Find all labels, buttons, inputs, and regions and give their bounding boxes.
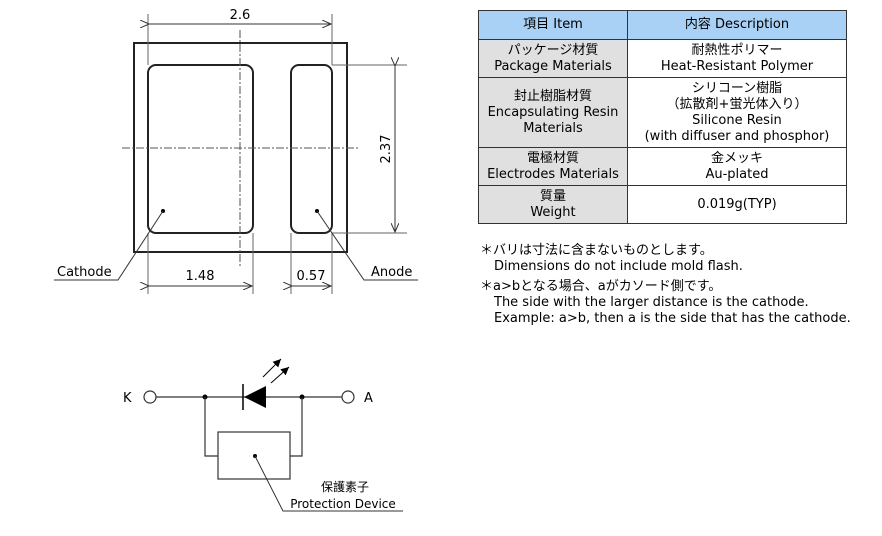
note-text-en-example: Example: a>b, then a is the side that ha… <box>494 311 851 326</box>
protection-label-en: Protection Device <box>290 497 396 511</box>
terminal-a-label: A <box>364 391 373 406</box>
item-en: Weight <box>530 204 576 220</box>
table-row: パッケージ材質 Package Materials 耐熱性ポリマー Heat-R… <box>478 39 847 78</box>
terminal-k <box>143 390 157 404</box>
cathode-pad <box>147 64 254 234</box>
item-jp: 封止樹脂材質 <box>513 88 592 104</box>
wire-branch-left <box>204 397 218 457</box>
note-text-jp: バリは寸法に含まないものとします。 <box>493 243 713 258</box>
package-outline-drawing: 2.6 2.37 1.48 0.57 Cathode Anode <box>54 8 418 294</box>
protection-label-jp: 保護素子 <box>321 479 369 494</box>
circuit-schematic: K A 保護素子 Protection Device <box>123 358 403 512</box>
desc-value: 0.019g(TYP) <box>697 196 777 212</box>
table-row: 封止樹脂材質 Encapsulating Resin Materials シリコ… <box>478 77 847 148</box>
note-line: ＊a>bとなる場合、aがカソード側です。 <box>480 279 851 295</box>
led-diode-triangle <box>244 386 266 408</box>
dim-pad-height: 2.37 <box>379 135 394 164</box>
note-bullet: ＊ <box>480 279 494 294</box>
header-description: 内容 Description <box>627 10 847 40</box>
item-cell: 電極材質 Electrodes Materials <box>478 147 628 186</box>
description-cell: 金メッキ Au-plated <box>627 147 847 186</box>
note-mold-flash: ＊バリは寸法に含まないものとします。 Dimensions do not inc… <box>480 243 851 275</box>
wire-branch-right <box>290 397 303 457</box>
item-cell: パッケージ材質 Package Materials <box>478 39 628 78</box>
item-jp: パッケージ材質 <box>507 42 599 58</box>
note-bullet: ＊ <box>480 243 494 258</box>
light-emission-arrow <box>262 358 282 378</box>
table-row: 質量 Weight 0.019g(TYP) <box>478 185 847 224</box>
cathode-label: Cathode <box>57 265 112 280</box>
terminal-k-label: K <box>123 391 132 406</box>
desc-jp: シリコーン樹脂 <box>691 80 783 96</box>
desc-en-cont: (with diffuser and phosphor) <box>644 128 830 144</box>
protection-leader-line <box>254 455 403 512</box>
item-en: Package Materials <box>494 58 612 74</box>
terminal-a <box>341 390 355 404</box>
header-item: 項目 Item <box>478 10 628 40</box>
spec-table: 項目 Item 内容 Description パッケージ材質 Package M… <box>478 10 847 224</box>
note-text-en: The side with the larger distance is the… <box>494 295 809 310</box>
item-cell: 質量 Weight <box>478 185 628 224</box>
note-cathode-side: ＊a>bとなる場合、aがカソード側です。 The side with the l… <box>480 279 851 327</box>
desc-jp-cont: （拡散剤+蛍光体入り） <box>666 96 808 112</box>
desc-jp: 金メッキ <box>710 150 763 166</box>
anode-pad <box>290 64 333 234</box>
item-jp: 電極材質 <box>526 150 579 166</box>
description-cell: シリコーン樹脂 （拡散剤+蛍光体入り） Silicone Resin (with… <box>627 77 847 148</box>
item-cell: 封止樹脂材質 Encapsulating Resin Materials <box>478 77 628 148</box>
table-header-row: 項目 Item 内容 Description <box>478 10 847 40</box>
dim-cathode-pad-width: 1.48 <box>186 269 215 284</box>
item-jp: 質量 <box>539 188 566 204</box>
table-row: 電極材質 Electrodes Materials 金メッキ Au-plated <box>478 147 847 186</box>
item-en-cont: Materials <box>523 120 583 136</box>
item-en: Electrodes Materials <box>487 166 619 182</box>
item-en: Encapsulating Resin <box>487 104 619 120</box>
desc-en: Au-plated <box>705 166 769 182</box>
desc-en: Silicone Resin <box>692 112 782 128</box>
desc-jp: 耐熱性ポリマー <box>691 42 783 58</box>
light-emission-arrow <box>270 366 290 384</box>
desc-en: Heat-Resistant Polymer <box>660 58 814 74</box>
note-text-en: Dimensions do not include mold flash. <box>494 259 743 274</box>
dim-total-width: 2.6 <box>230 8 251 23</box>
description-cell: 0.019g(TYP) <box>627 185 847 224</box>
notes: ＊バリは寸法に含まないものとします。 Dimensions do not inc… <box>480 243 851 331</box>
cathode-leader-line <box>54 210 164 281</box>
note-text-jp: a>bとなる場合、aがカソード側です。 <box>493 279 722 294</box>
note-line: ＊バリは寸法に含まないものとします。 <box>480 243 851 259</box>
anode-leader-line <box>316 210 418 281</box>
description-cell: 耐熱性ポリマー Heat-Resistant Polymer <box>627 39 847 78</box>
anode-label: Anode <box>371 265 412 280</box>
dim-anode-pad-width: 0.57 <box>297 269 326 284</box>
